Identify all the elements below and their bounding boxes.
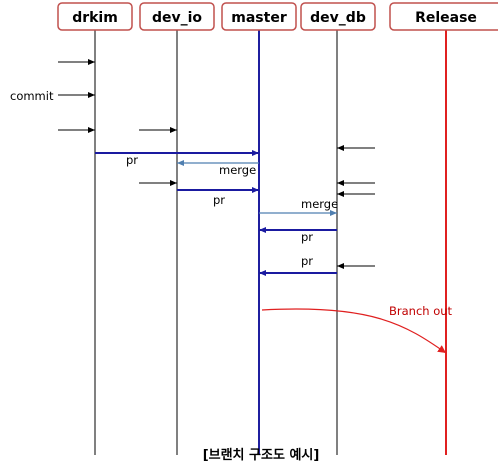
pr-arrow: pr — [259, 227, 337, 244]
lane-header-box — [300, 2, 376, 31]
lane-headers: drkim dev_io master dev_db Release — [57, 2, 498, 31]
lane-header-dev_db: dev_db — [300, 2, 376, 31]
lane-label: dev_db — [310, 10, 366, 26]
pr-arrow: pr — [177, 187, 259, 207]
branch-arrow: Branch out — [261, 304, 453, 354]
pr-arrow: pr — [95, 150, 259, 167]
lane-label: Release — [415, 10, 477, 26]
pr-label: pr — [213, 193, 225, 207]
lifelines — [94, 30, 447, 455]
lane-header-box — [221, 2, 297, 31]
pr-label: pr — [301, 230, 313, 244]
lane-label: drkim — [72, 10, 118, 26]
diagram-caption: [브랜치 구조도 예시] — [203, 447, 320, 463]
lane-header-master: master — [221, 2, 297, 31]
lane-header-drkim: drkim — [57, 2, 133, 31]
pr-label: pr — [126, 153, 138, 167]
commit-label: commit — [10, 89, 54, 103]
merge-label: merge — [219, 163, 256, 177]
branch-curve — [261, 308, 447, 354]
merge-label: merge — [301, 197, 338, 211]
commit-arrow: commit — [10, 89, 95, 103]
lane-header-dev_io: dev_io — [139, 2, 215, 31]
merge-arrow: merge — [259, 197, 338, 216]
merge-arrow: merge — [177, 160, 259, 177]
branch-label: Branch out — [389, 304, 453, 318]
lane-header-box — [389, 2, 498, 31]
lane-header-box — [57, 2, 133, 31]
lane-header-release: Release — [389, 2, 498, 31]
lane-header-box — [139, 2, 215, 31]
pr-arrow: pr — [259, 254, 337, 276]
lane-label: master — [231, 10, 287, 26]
pr-label: pr — [301, 254, 313, 268]
lane-label: dev_io — [152, 10, 202, 26]
